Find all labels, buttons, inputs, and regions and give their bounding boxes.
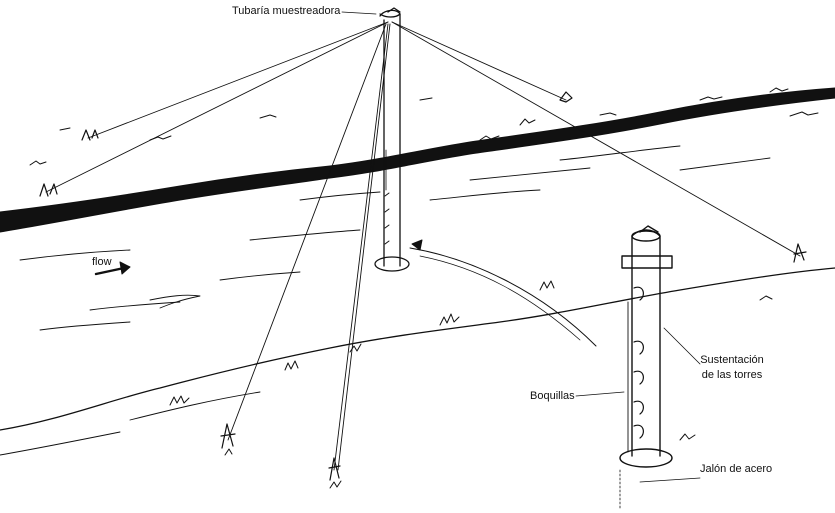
steel-stake-label: Jalón de acero bbox=[700, 463, 773, 475]
water-ripples bbox=[19, 145, 771, 331]
near-bank-contour bbox=[0, 391, 261, 456]
detail-callout-arrow bbox=[409, 239, 597, 347]
guy-wires bbox=[45, 21, 801, 471]
nozzles bbox=[633, 286, 644, 439]
tower-support-label-line2: de las torres bbox=[701, 369, 763, 381]
tower-support-label-line1: Sustentación bbox=[700, 354, 764, 366]
near-riverbank-edge bbox=[0, 267, 835, 431]
tower-closeup bbox=[619, 225, 673, 511]
label-leaders bbox=[341, 11, 701, 483]
far-riverbank-band bbox=[0, 87, 835, 233]
near-bank-grass bbox=[169, 280, 773, 489]
anchor-stakes bbox=[39, 91, 807, 481]
nozzles-label: Boquillas bbox=[530, 390, 575, 402]
flow-arrow bbox=[94, 261, 131, 276]
flow-label: flow bbox=[92, 256, 112, 268]
sampler-pipe-label: Tubaría muestreadora bbox=[232, 5, 341, 17]
sampling-tower-main bbox=[374, 7, 410, 272]
